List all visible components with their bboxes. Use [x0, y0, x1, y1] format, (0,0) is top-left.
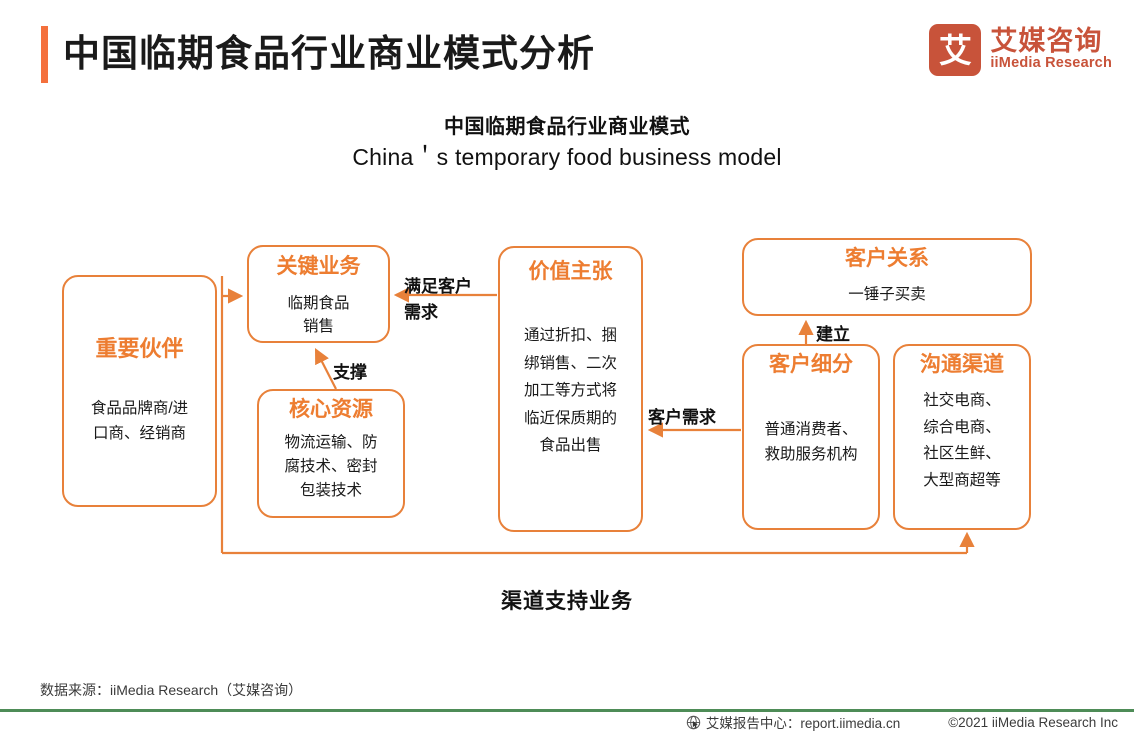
logo-name-en: iiMedia Research — [990, 55, 1112, 72]
report-center-text: 艾媒报告中心：report.iimedia.cn — [705, 716, 901, 731]
copyright-label: ©2021 iiMedia Research Inc — [948, 714, 1118, 730]
diagram-bottom-label: 渠道支持业务 — [501, 590, 633, 613]
node-body: 通过折扣、捆 绑销售、二次 加工等方式将 临近保质期的 食品出售 — [523, 327, 617, 455]
page-title: 中国临期食品行业商业模式分析 — [63, 33, 595, 74]
report-center-link[interactable]: 艾媒报告中心：report.iimedia.cn — [686, 712, 900, 732]
node-title: 核心资源 — [289, 398, 373, 421]
title-accent-bar — [41, 26, 48, 83]
node-customer-relationship[interactable]: 客户关系 一锤子买卖 — [742, 238, 1032, 316]
node-value-proposition[interactable]: 价值主张 通过折扣、捆 绑销售、二次 加工等方式将 临近保质期的 食品出售 — [498, 246, 643, 532]
iimedia-logo: 艾 艾媒咨询 iiMedia Research — [929, 24, 1112, 76]
node-communication-channels[interactable]: 沟通渠道 社交电商、 综合电商、 社区生鲜、 大型商超等 — [893, 344, 1031, 530]
node-body: 一锤子买卖 — [848, 286, 926, 304]
footer-divider — [0, 709, 1134, 712]
node-body: 食品品牌商/进 口商、经销商 — [90, 399, 189, 442]
node-important-partners[interactable]: 重要伙伴 食品品牌商/进 口商、经销商 — [62, 275, 217, 507]
node-key-business[interactable]: 关键业务 临期食品 销售 — [247, 245, 390, 343]
edge-label-satisfy-customer: 满足客户 需求 — [404, 277, 472, 323]
node-core-resources[interactable]: 核心资源 物流运输、防 腐技术、密封 包装技术 — [257, 389, 405, 518]
node-title: 价值主张 — [528, 260, 613, 283]
node-title: 沟通渠道 — [920, 353, 1004, 376]
copyright-text: ©2021 iiMedia Research Inc — [948, 715, 1118, 730]
node-customer-segments[interactable]: 客户细分 普通消费者、 救助服务机构 — [742, 344, 880, 530]
edge-label-customer-need: 客户需求 — [648, 408, 716, 427]
node-title: 客户细分 — [769, 353, 853, 376]
logo-text: 艾媒咨询 iiMedia Research — [990, 27, 1112, 73]
edge-label-support: 支撑 — [333, 363, 367, 382]
data-source-note: 数据来源：iiMedia Research（艾媒咨询） — [40, 682, 303, 698]
footer-right: 艾媒报告中心：report.iimedia.cn ©2021 iiMedia R… — [686, 712, 1118, 732]
node-title: 关键业务 — [276, 255, 361, 278]
node-body: 普通消费者、 救助服务机构 — [764, 421, 858, 464]
node-body: 社交电商、 综合电商、 社区生鲜、 大型商超等 — [923, 392, 1001, 490]
edge-support — [314, 348, 337, 390]
chart-title-cn: 中国临期食品行业商业模式 — [444, 116, 690, 138]
logo-mark-icon: 艾 — [929, 24, 982, 76]
node-body: 临期食品 销售 — [287, 295, 350, 335]
node-body: 物流运输、防 腐技术、密封 包装技术 — [284, 434, 378, 500]
chart-title-en: China＇s temporary food business model — [352, 144, 782, 170]
logo-name-cn: 艾媒咨询 — [990, 26, 1103, 57]
node-title: 重要伙伴 — [95, 336, 184, 362]
node-title: 客户关系 — [845, 247, 929, 270]
edge-label-build: 建立 — [816, 325, 850, 344]
globe-icon — [686, 715, 701, 730]
